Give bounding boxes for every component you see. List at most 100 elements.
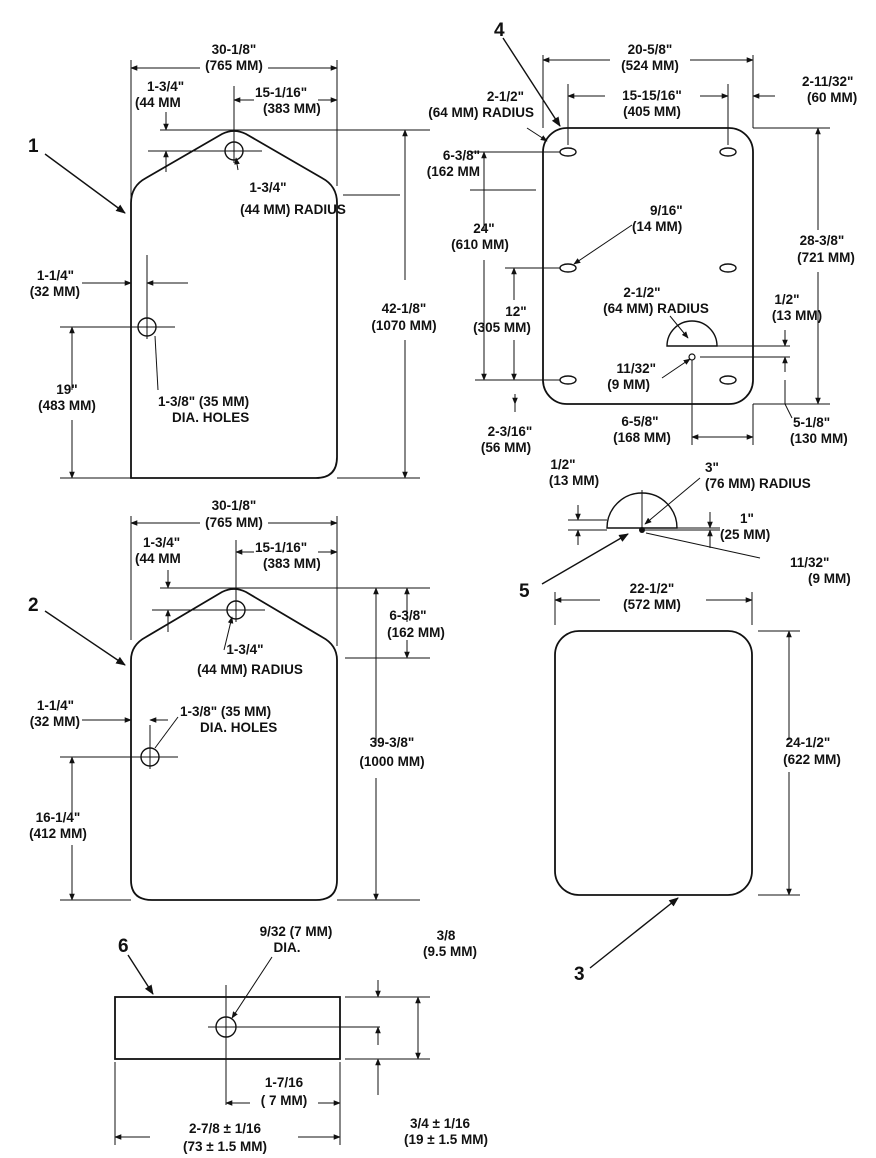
part-2-hole-offset-mm: (383 MM)	[263, 556, 321, 571]
part-5-radius-mm: (76 MM) RADIUS	[705, 476, 811, 491]
part-6-offset-in: 1-7/16	[265, 1075, 304, 1090]
part-4-radius-in: 2-1/2"	[487, 89, 524, 104]
part-4-side-in: 2-11/32"	[802, 74, 853, 89]
part-2-holes-in: 1-3/8" (35 MM)	[180, 704, 271, 719]
part-5-one-mm: (25 MM)	[720, 527, 770, 542]
part-2-holes-label: DIA. HOLES	[200, 720, 277, 735]
part-5-pin-in: 11/32"	[790, 555, 829, 570]
part-3: 22-1/2" (572 MM) 24-1/2" (622 MM) 3	[554, 581, 841, 985]
part-4-span-in: 24"	[473, 221, 494, 236]
callout-6: 6	[118, 936, 129, 957]
part-4-arc-mm: (64 MM) RADIUS	[603, 301, 709, 316]
part-6-hole-label: DIA.	[274, 940, 301, 955]
part-2: 30-1/8" (765 MM) 15-1/16" (383 MM) 1-3/4…	[28, 498, 445, 901]
part-4: 20-5/8" (524 MM) 15-15/16" (405 MM) 2-11…	[427, 20, 858, 455]
part-6-thick-in: 3/8	[437, 928, 456, 943]
part-5: 3" (76 MM) RADIUS 1/2" (13 MM) 1" (25 MM…	[519, 457, 851, 602]
part-6: 9/32 (7 MM) DIA. 3/8 (9.5 MM) 1-7/16 ( 7…	[114, 924, 488, 1154]
part-4-pin-mm: (9 MM)	[607, 377, 650, 392]
part-1-width-in: 30-1/8"	[212, 42, 257, 57]
part-4-slot-mm: (14 MM)	[632, 219, 682, 234]
part-4-pin-in: 11/32"	[617, 361, 656, 376]
part-4-slot-in: 9/16"	[650, 203, 683, 218]
part-2-hole-drop-mm: (44 MM	[135, 551, 181, 566]
part-2-left-mm: (32 MM)	[30, 714, 80, 729]
part-1-holes-label: DIA. HOLES	[172, 410, 249, 425]
part-5-half-mm: (13 MM)	[549, 473, 599, 488]
part-6-offset-mm: ( 7 MM)	[261, 1093, 308, 1108]
part-4-outline	[542, 127, 754, 405]
part-4-height-mm: (721 MM)	[797, 250, 855, 265]
part-6-length-in: 2-7/8 ± 1/16	[189, 1121, 261, 1136]
part-4-inner-mm: (405 MM)	[623, 104, 681, 119]
part-1-width-mm: (765 MM)	[205, 58, 263, 73]
part-4-slots	[559, 147, 737, 385]
part-1-outline	[130, 130, 338, 479]
part-4-low-in: 5-1/8"	[793, 415, 830, 430]
part-1-radius-in: 1-3/4"	[249, 180, 286, 195]
part-2-height-mm: (1000 MM)	[359, 754, 424, 769]
part-2-hole-drop-in: 1-3/4"	[143, 535, 180, 550]
part-1-hole-offset-mm: (383 MM)	[263, 101, 321, 116]
part-1-left-mm: (32 MM)	[30, 284, 80, 299]
part-5-radius-in: 3"	[705, 460, 719, 475]
callout-1: 1	[28, 136, 39, 157]
part-6-length-mm: (73 ± 1.5 MM)	[183, 1139, 267, 1154]
part-2-peak-in: 6-3/8"	[389, 608, 426, 623]
part-3-height-in: 24-1/2"	[786, 735, 831, 750]
callout-4: 4	[494, 20, 505, 41]
part-1: 30-1/8" (765 MM) 15-1/16" (383 MM) 1-3/4…	[28, 42, 437, 479]
part-1-low-hole-mm: (483 MM)	[38, 398, 96, 413]
part-6-thick-mm: (9.5 MM)	[423, 944, 477, 959]
part-4-mid-in: 12"	[505, 304, 526, 319]
part-2-height-in: 39-3/8"	[370, 735, 415, 750]
part-1-left-in: 1-1/4"	[37, 268, 74, 283]
part-4-side-mm: (60 MM)	[807, 90, 857, 105]
part-2-radius-in: 1-3/4"	[226, 642, 263, 657]
part-1-radius-mm: (44 MM) RADIUS	[240, 202, 346, 217]
part-3-width-mm: (572 MM)	[623, 597, 681, 612]
part-4-mid-mm: (305 MM)	[473, 320, 531, 335]
part-2-peak-mm: (162 MM)	[387, 625, 445, 640]
part-2-hole-offset-in: 15-1/16"	[255, 540, 307, 555]
part-4-bottom-mm: (56 MM)	[481, 440, 531, 455]
part-6-height-in: 3/4 ± 1/16	[410, 1116, 470, 1131]
part-6-hole-in: 9/32 (7 MM)	[260, 924, 333, 939]
callout-3: 3	[574, 964, 585, 985]
part-2-width-in: 30-1/8"	[212, 498, 257, 513]
part-2-low-hole-in: 16-1/4"	[36, 810, 81, 825]
part-1-hole-offset-in: 15-1/16"	[255, 85, 307, 100]
part-5-one-in: 1"	[740, 511, 754, 526]
part-1-hole-drop-mm: (44 MM	[135, 95, 181, 110]
part-5-half-in: 1/2"	[550, 457, 575, 472]
part-3-width-in: 22-1/2"	[630, 581, 675, 596]
part-4-bottom-in: 2-3/16"	[488, 424, 533, 439]
part-3-outline	[554, 630, 753, 896]
part-1-holes-in: 1-3/8" (35 MM)	[158, 394, 249, 409]
part-1-height-in: 42-1/8"	[382, 301, 427, 316]
part-2-width-mm: (765 MM)	[205, 515, 263, 530]
part-2-outline	[130, 588, 338, 901]
part-2-low-hole-mm: (412 MM)	[29, 826, 87, 841]
part-4-width-mm: (524 MM)	[621, 58, 679, 73]
callout-2: 2	[28, 595, 39, 616]
part-4-inner-in: 15-15/16"	[622, 88, 682, 103]
part-4-peak-mm: (162 MM	[427, 164, 480, 179]
part-2-radius-mm: (44 MM) RADIUS	[197, 662, 303, 677]
part-4-radius-mm: (64 MM) RADIUS	[428, 105, 534, 120]
part-4-pin-off-in: 6-5/8"	[621, 414, 658, 429]
part-4-span-mm: (610 MM)	[451, 237, 509, 252]
part-1-low-hole-in: 19"	[56, 382, 77, 397]
callout-5: 5	[519, 581, 530, 602]
part-4-peak-in: 6-3/8"	[443, 148, 480, 163]
part-4-low-mm: (130 MM)	[790, 431, 848, 446]
part-5-half-disc	[606, 492, 678, 529]
part-5-pin-mm: (9 MM)	[808, 571, 851, 586]
part-1-hole-drop-in: 1-3/4"	[147, 79, 184, 94]
part-4-half-disc	[666, 320, 718, 347]
part-2-left-in: 1-1/4"	[37, 698, 74, 713]
part-1-height-mm: (1070 MM)	[371, 318, 436, 333]
part-4-pin-off-mm: (168 MM)	[613, 430, 671, 445]
